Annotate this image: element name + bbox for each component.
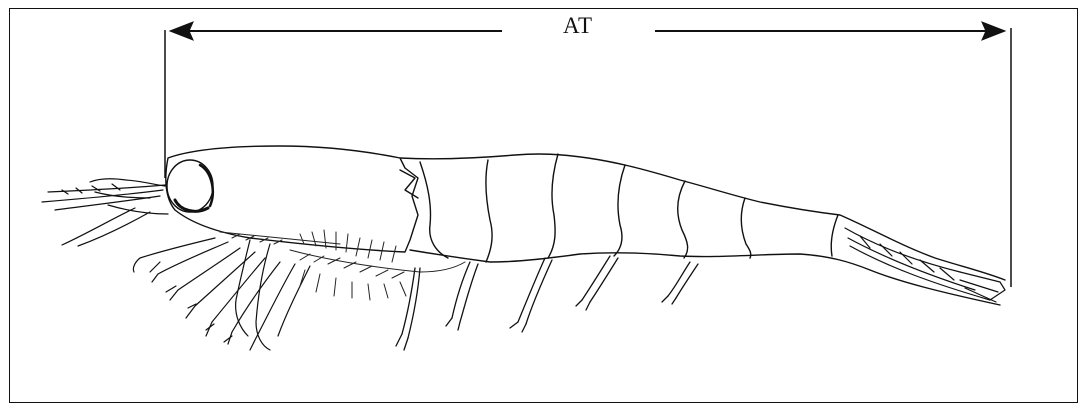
tail-fan xyxy=(845,228,1005,302)
total-length-label: AT xyxy=(548,13,608,39)
abdomen-dorsal-outline xyxy=(400,154,1005,280)
thoracic-legs xyxy=(133,238,310,350)
gills xyxy=(220,230,465,300)
segment-4 xyxy=(614,165,625,256)
eye xyxy=(167,160,213,212)
segment-5 xyxy=(678,181,688,258)
carapace xyxy=(166,146,418,252)
krill-icon xyxy=(42,146,1005,350)
segment-3 xyxy=(548,154,558,258)
antennae xyxy=(42,179,168,246)
segment-2 xyxy=(486,160,492,262)
segment-1 xyxy=(420,162,448,258)
segment-6 xyxy=(741,198,750,258)
segment-7 xyxy=(831,215,838,256)
